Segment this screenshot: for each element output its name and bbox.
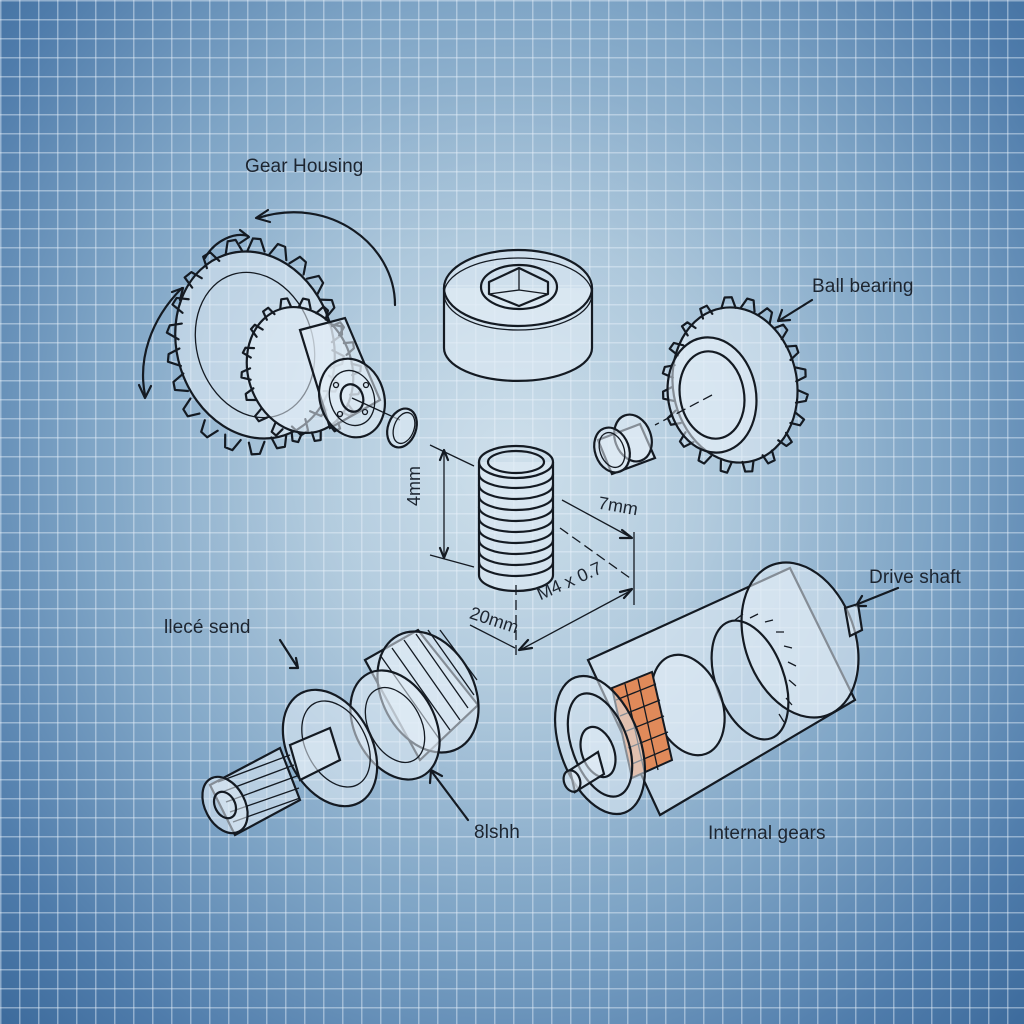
spur-gear xyxy=(654,296,809,474)
internal-gears-label: Internal gears xyxy=(708,823,826,844)
leader-arrow-icon xyxy=(278,638,300,670)
shaft-label: 8lshh xyxy=(474,822,520,843)
retaining-ring xyxy=(386,407,418,449)
gear-housing-assembly xyxy=(137,208,418,456)
ball-bearing-label: Ball bearing xyxy=(812,276,914,297)
drive-shaft-label: Drive shaft xyxy=(869,567,961,588)
splined-shaft xyxy=(201,628,480,837)
threaded-insert xyxy=(429,444,635,660)
motor-housing xyxy=(553,561,900,817)
hex-socket-nut xyxy=(442,248,594,382)
height-dimension: 4mm xyxy=(404,466,424,506)
rotation-arrow-icon xyxy=(256,211,397,307)
rotation-arrow-icon xyxy=(141,286,184,397)
bushing xyxy=(593,413,657,476)
leader-arrow-icon xyxy=(428,768,470,822)
piece-send-label: llecé send xyxy=(164,617,251,638)
leader-arrow-icon xyxy=(776,298,814,323)
gear-housing-label: Gear Housing xyxy=(245,156,364,177)
leader-arrow-icon xyxy=(854,586,900,608)
